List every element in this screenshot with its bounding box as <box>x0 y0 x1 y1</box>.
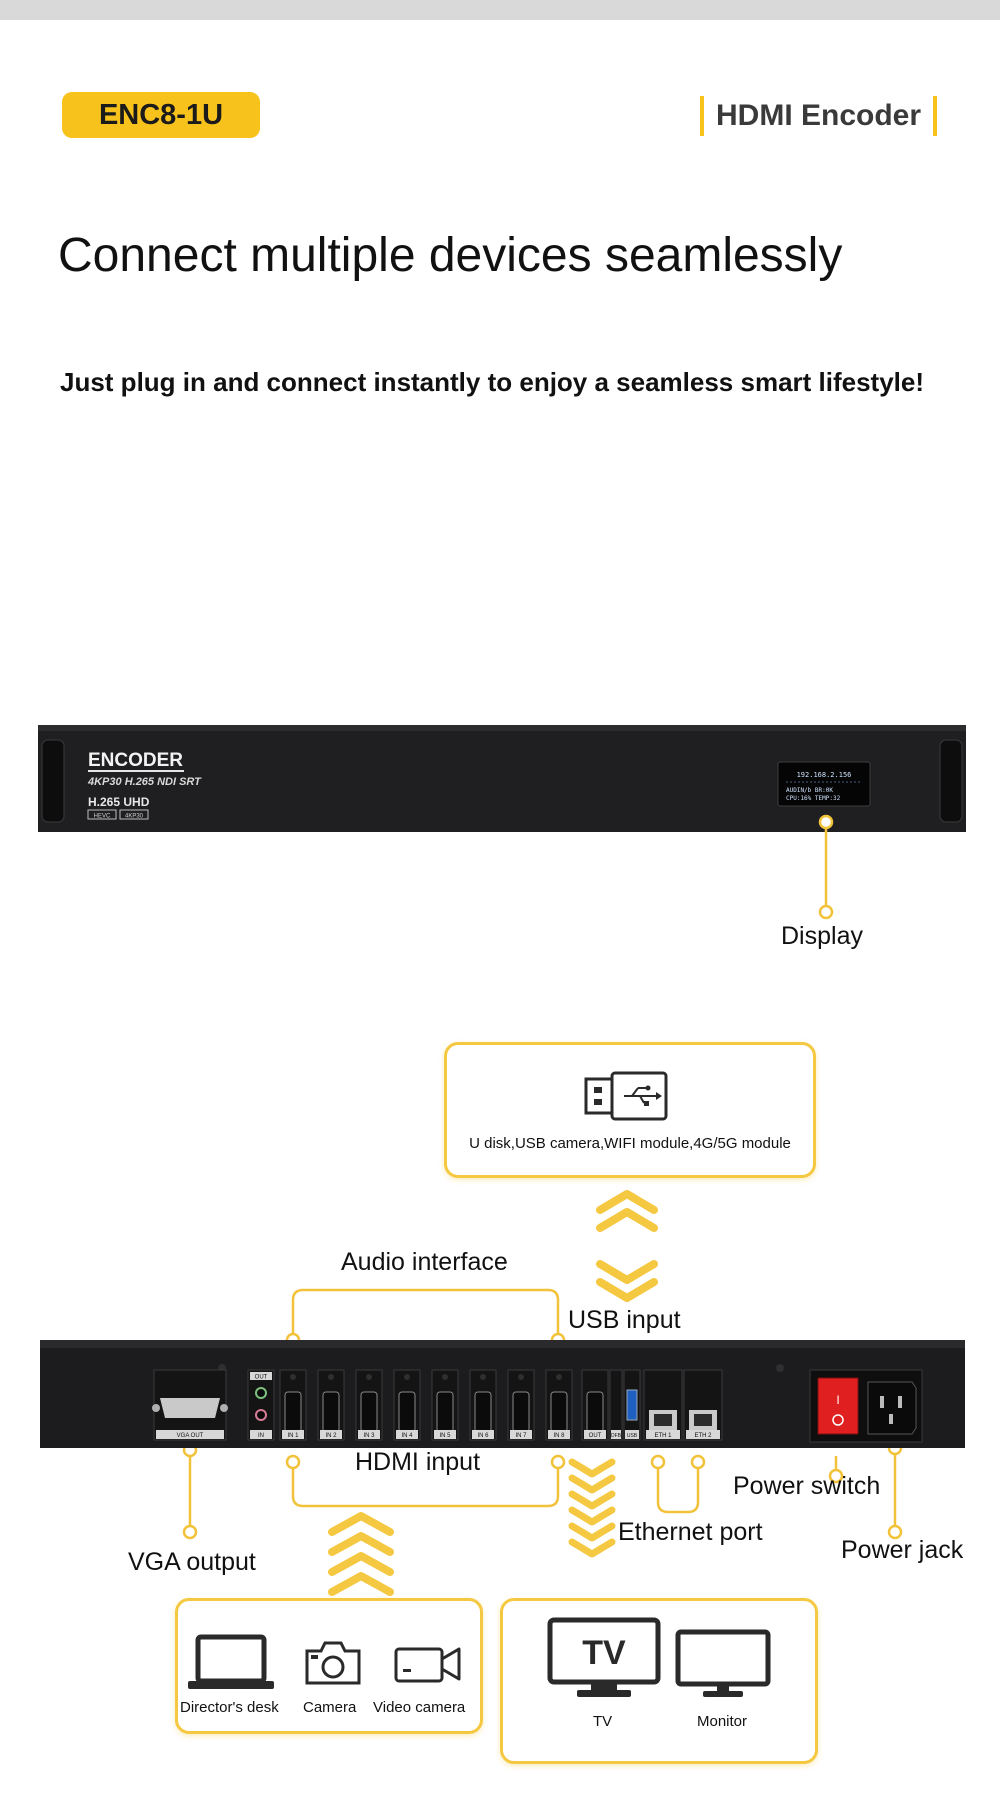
source-label-video-camera: Video camera <box>373 1699 466 1716</box>
port-label-in4: IN 4 <box>401 1433 413 1439</box>
usb-chevrons <box>596 1190 658 1302</box>
display-label-monitor: Monitor <box>697 1713 748 1730</box>
monitor-icon <box>675 1629 771 1697</box>
usb-devices-box: U disk,USB camera,WIFI module,4G/5G modu… <box>444 1042 816 1178</box>
front-spec-text: 4KP30 H.265 NDI SRT <box>87 776 202 788</box>
model-badge: ENC8-1U <box>62 92 260 138</box>
display-label-tv: TV <box>593 1713 613 1730</box>
audio-interface-callout: Audio interface <box>341 1248 508 1276</box>
usb-input-callout: USB input <box>568 1306 681 1334</box>
camera-icon <box>305 1641 361 1685</box>
port-label-in2: IN 2 <box>325 1433 337 1439</box>
top-border-strip <box>0 0 1000 20</box>
port-label-in5: IN 5 <box>439 1433 451 1439</box>
input-sources-box: Director's desk Camera Video camera <box>175 1598 483 1734</box>
hdmi-input-callout: HDMI input <box>355 1448 481 1476</box>
hdmi-ports: IN 1 IN 2 IN 3 IN 4 IN 5 IN 6 IN 7 IN 8 … <box>279 1369 609 1441</box>
port-label-hdmi-out: OUT <box>589 1433 602 1439</box>
port-label-audio-in: IN <box>258 1433 264 1439</box>
port-label-vga: VGA OUT <box>177 1433 204 1439</box>
source-label-directors-desk: Director's desk <box>180 1699 279 1716</box>
output-displays-box: TV TV Monitor <box>500 1598 818 1764</box>
encoder-front-panel: ENCODER 4KP30 H.265 NDI SRT H.265 UHD HE… <box>38 725 966 832</box>
ethernet-port-callout: Ethernet port <box>618 1518 763 1546</box>
port-label-in8: IN 8 <box>553 1433 565 1439</box>
product-type-label: HDMI Encoder <box>700 96 938 136</box>
display-callout: Display <box>781 922 863 950</box>
oled-line-2: CPU:16% TEMP:32 <box>786 795 841 802</box>
encoder-rear-panel: VGA OUT OUT IN IN 1 IN 2 IN 3 IN 4 IN 5 … <box>40 1340 965 1448</box>
usb-drive-icon <box>584 1071 668 1121</box>
power-switch-callout: Power switch <box>733 1472 881 1500</box>
usb-devices-label: U disk,USB camera,WIFI module,4G/5G modu… <box>469 1135 791 1152</box>
port-label-in6: IN 6 <box>477 1433 489 1439</box>
port-label-audio-out: OUT <box>255 1375 268 1381</box>
front-badge-hevc: HEVC <box>94 814 111 820</box>
video-camera-icon <box>394 1647 461 1683</box>
svg-text:I: I <box>836 1393 839 1407</box>
display-chevrons <box>568 1458 616 1558</box>
page-headline: Connect multiple devices seamlessly <box>58 229 843 282</box>
port-label-in7: IN 7 <box>515 1433 527 1439</box>
oled-ip-text: 192.168.2.156 <box>797 771 852 779</box>
laptop-icon <box>188 1634 274 1689</box>
vga-output-callout: VGA output <box>128 1548 256 1576</box>
front-badge-4kp30: 4KP30 <box>125 814 144 820</box>
source-label-camera: Camera <box>303 1699 357 1716</box>
front-codec-text: H.265 UHD <box>88 795 150 809</box>
power-jack-callout: Power jack <box>841 1536 964 1564</box>
port-label-eth2: ETH 2 <box>694 1433 712 1439</box>
source-chevrons <box>328 1512 394 1596</box>
page-subheadline: Just plug in and connect instantly to en… <box>60 367 925 397</box>
front-brand-text: ENCODER <box>88 750 183 771</box>
port-label-in3: IN 3 <box>363 1433 375 1439</box>
tv-icon: TV <box>547 1617 661 1697</box>
tv-screen-text: TV <box>582 1634 626 1672</box>
oled-line-1: AUDIN/b BR:0K <box>786 787 833 794</box>
port-label-eth1: ETH 1 <box>654 1433 672 1439</box>
port-label-usb: USB <box>627 1433 638 1439</box>
port-label-in1: IN 1 <box>287 1433 299 1439</box>
oled-display <box>777 761 871 807</box>
port-label-dfb: DFB <box>611 1433 622 1439</box>
